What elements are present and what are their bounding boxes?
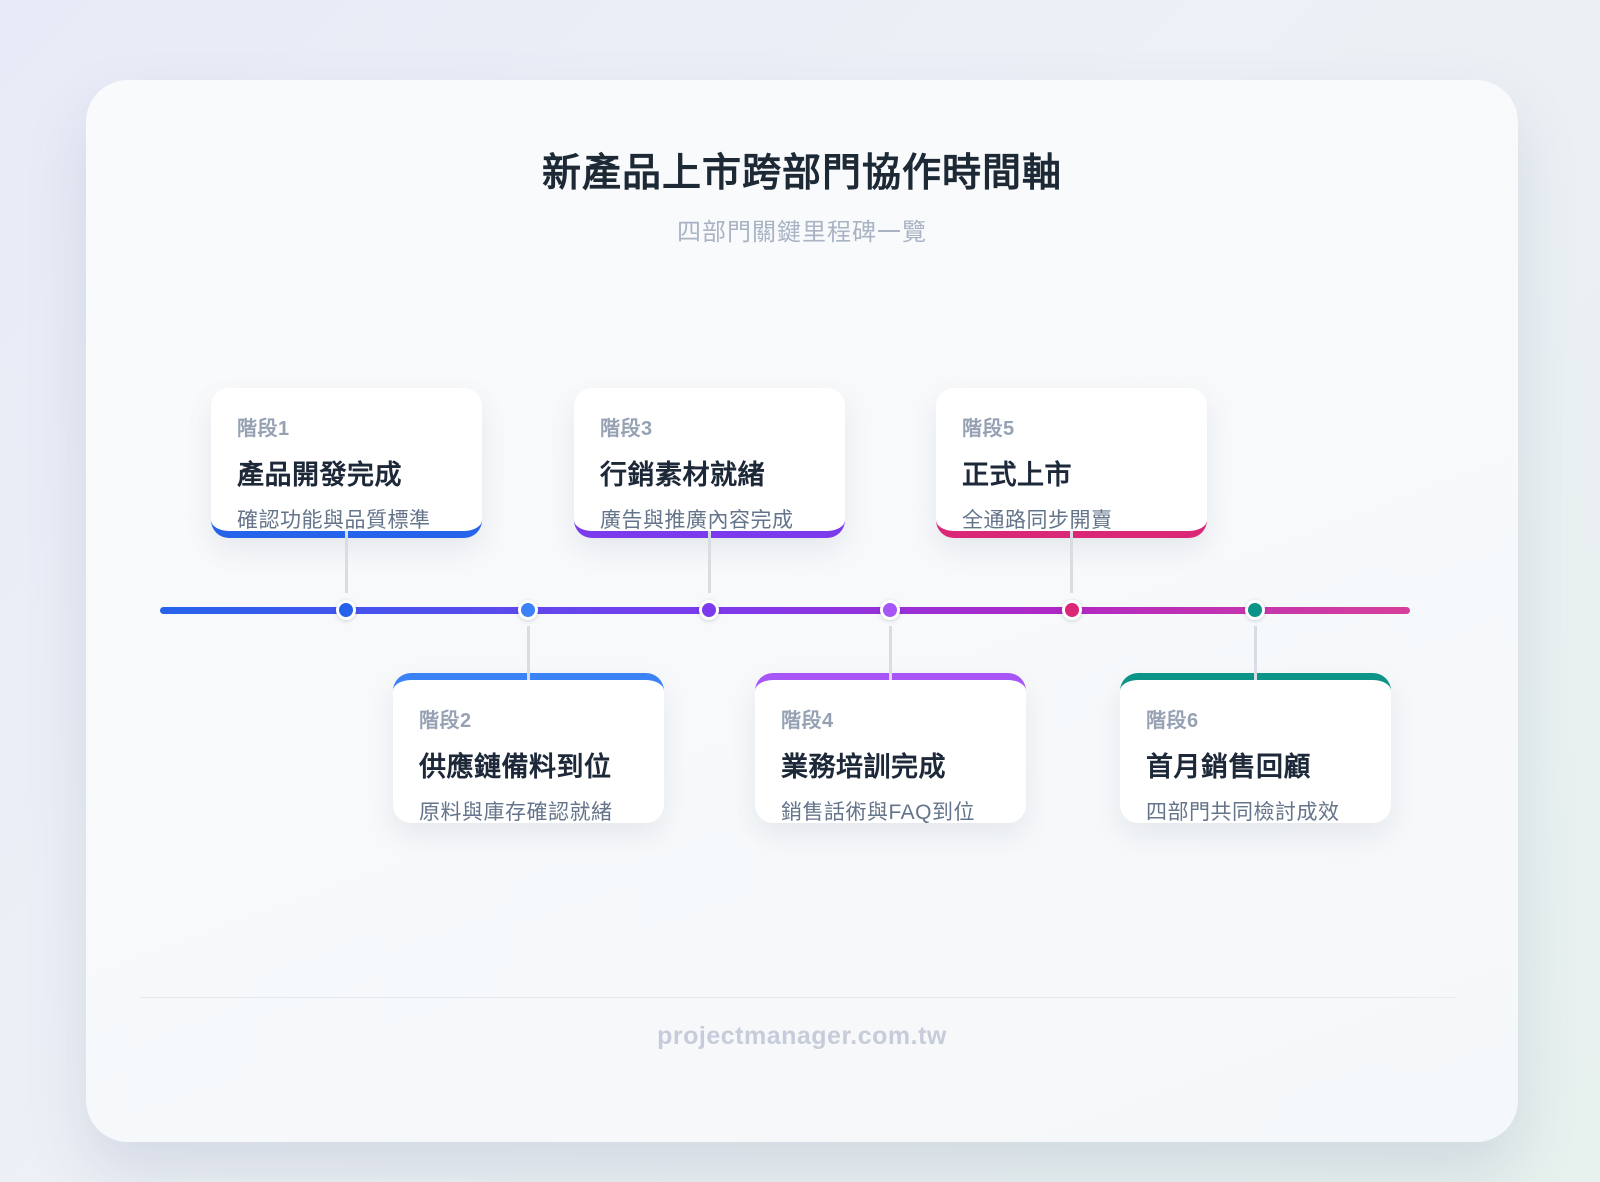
connector-line <box>1070 531 1073 593</box>
page-title: 新產品上市跨部門協作時間軸 <box>541 152 1062 195</box>
stage-desc: 四部門共同檢討成效 <box>1146 801 1340 824</box>
connector-line <box>889 626 892 680</box>
connector-line <box>708 531 711 593</box>
timeline-dot <box>1245 600 1265 620</box>
stage-label: 階段3 <box>600 418 653 440</box>
timeline-line <box>160 607 1410 614</box>
stage-card: 階段4 業務培訓完成 銷售話術與FAQ到位 <box>755 626 1026 824</box>
stage-label: 階段5 <box>962 418 1015 440</box>
stage-card: 階段1 產品開發完成 確認功能與品質標準 <box>211 388 482 593</box>
timeline-dot <box>1062 600 1082 620</box>
footer-brand: projectmanager.com.tw <box>657 1022 947 1050</box>
timeline: 階段1 產品開發完成 確認功能與品質標準 階段2 供應鏈備料到位 原料與庫存確認… <box>86 80 1518 1142</box>
stage-title: 正式上市 <box>962 460 1072 490</box>
footer-divider <box>140 997 1455 998</box>
stage-card: 階段5 正式上市 全通路同步開賣 <box>936 388 1207 593</box>
stage-desc: 確認功能與品質標準 <box>237 509 431 532</box>
timeline-dot <box>518 600 538 620</box>
stage-desc: 廣告與推廣內容完成 <box>600 509 794 532</box>
stage-title: 業務培訓完成 <box>781 752 946 782</box>
stage-title: 行銷素材就緒 <box>600 460 765 490</box>
stage-card: 階段6 首月銷售回顧 四部門共同檢討成效 <box>1120 626 1391 824</box>
stage-title: 首月銷售回顧 <box>1146 752 1311 782</box>
stage-label: 階段6 <box>1146 710 1199 732</box>
main-panel: 新產品上市跨部門協作時間軸 四部門關鍵里程碑一覽 階段1 產品開發完成 確認功能… <box>86 80 1518 1142</box>
stage-label: 階段4 <box>781 710 834 732</box>
stage-label: 階段2 <box>419 710 472 732</box>
stage-desc: 銷售話術與FAQ到位 <box>781 801 976 824</box>
timeline-dot <box>336 600 356 620</box>
stage-desc: 原料與庫存確認就緒 <box>419 801 613 824</box>
stage-card: 階段2 供應鏈備料到位 原料與庫存確認就緒 <box>393 626 664 824</box>
stage-label: 階段1 <box>237 418 290 440</box>
stage-card: 階段3 行銷素材就緒 廣告與推廣內容完成 <box>574 388 845 593</box>
timeline-dot <box>880 600 900 620</box>
connector-line <box>345 531 348 593</box>
stage-title: 產品開發完成 <box>237 460 402 490</box>
page-subtitle: 四部門關鍵里程碑一覽 <box>677 219 927 246</box>
connector-line <box>527 626 530 680</box>
timeline-dot <box>699 600 719 620</box>
connector-line <box>1254 626 1257 680</box>
stage-title: 供應鏈備料到位 <box>419 752 612 782</box>
stage-desc: 全通路同步開賣 <box>962 509 1113 532</box>
